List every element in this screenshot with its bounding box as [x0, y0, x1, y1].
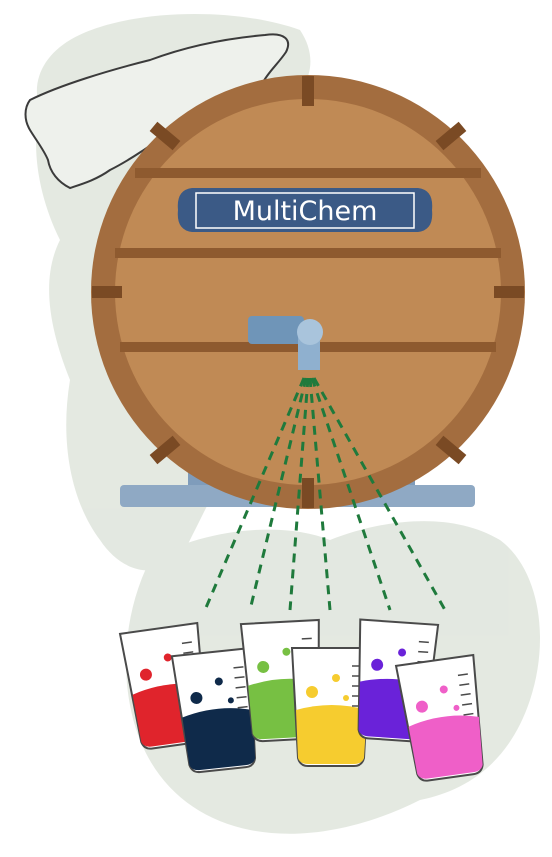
barrel [91, 75, 525, 509]
brand-name: MultiChem [233, 196, 378, 227]
spray-lines [203, 377, 447, 611]
beakers-group [118, 618, 484, 782]
beaker-navy [170, 647, 257, 774]
beaker-yellow [290, 647, 372, 767]
tap-icon [248, 316, 323, 370]
brand-sign: MultiChem [177, 188, 433, 232]
beaker-pink [394, 653, 484, 782]
